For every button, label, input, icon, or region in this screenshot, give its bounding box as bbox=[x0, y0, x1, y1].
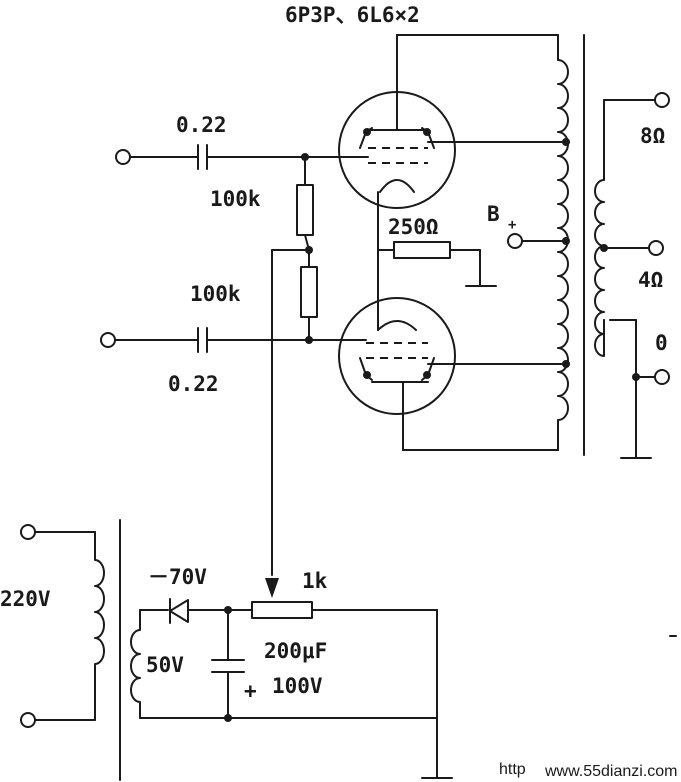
mains-voltage-label: 220V bbox=[0, 587, 51, 611]
bias-potentiometer[interactable] bbox=[251, 601, 313, 619]
input-network bbox=[100, 144, 340, 598]
upper-tube bbox=[338, 34, 567, 209]
cathode-resistor-label: 250Ω bbox=[388, 215, 439, 239]
secondary-voltage-label: 50V bbox=[146, 653, 184, 677]
bias-voltage-label: －70V bbox=[148, 565, 207, 589]
output-terminal-4[interactable] bbox=[648, 240, 664, 256]
upper-cap-label: 0.22 bbox=[176, 113, 227, 137]
mains-secondary-winding bbox=[130, 609, 141, 719]
output-8ohm-label: 8Ω bbox=[640, 124, 665, 148]
lower-tube bbox=[338, 297, 567, 451]
output-transformer bbox=[396, 34, 670, 459]
filter-cap-polarity: + bbox=[244, 679, 257, 703]
output-0-label: 0 bbox=[655, 331, 668, 355]
secondary-winding bbox=[594, 99, 605, 357]
bplus-label: B bbox=[487, 202, 500, 226]
cathode-circuit bbox=[377, 191, 497, 331]
filter-cap-voltage-label: 100V bbox=[272, 674, 323, 698]
output-4ohm-label: 4Ω bbox=[638, 268, 663, 292]
lower-grid-resistor bbox=[300, 266, 318, 318]
upper-resistor-label: 100k bbox=[210, 187, 261, 211]
labels: 6P3P、6L6×2 0.22 100k 100k 0.22 250Ω B + … bbox=[0, 3, 678, 780]
pot-label: 1k bbox=[302, 569, 328, 593]
bplus-subscript: + bbox=[508, 217, 516, 233]
tube-type-label: 6P3P、6L6×2 bbox=[285, 3, 420, 27]
pot-wiper-arrow bbox=[265, 578, 279, 598]
lower-resistor-label: 100k bbox=[190, 282, 241, 306]
mains-terminal-top[interactable] bbox=[20, 524, 36, 540]
rectifier-diode bbox=[169, 599, 189, 623]
bias-supply bbox=[20, 519, 453, 781]
output-terminal-8[interactable] bbox=[654, 92, 670, 108]
bplus-terminal[interactable] bbox=[507, 233, 523, 249]
watermark-partial: http bbox=[499, 761, 526, 778]
upper-input-terminal[interactable] bbox=[115, 149, 131, 165]
filter-cap-label: 200μF bbox=[264, 639, 327, 663]
lower-input-terminal[interactable] bbox=[100, 332, 116, 348]
mains-primary-winding bbox=[94, 531, 105, 721]
upper-grid-resistor bbox=[296, 184, 314, 236]
mains-terminal-bottom[interactable] bbox=[20, 712, 36, 728]
lower-tube-envelope bbox=[338, 297, 456, 415]
cathode-resistor-250 bbox=[393, 241, 451, 259]
output-terminal-0[interactable] bbox=[654, 369, 670, 385]
lower-cap-label: 0.22 bbox=[168, 372, 219, 396]
watermark: www.55dianzi.com bbox=[544, 763, 678, 780]
